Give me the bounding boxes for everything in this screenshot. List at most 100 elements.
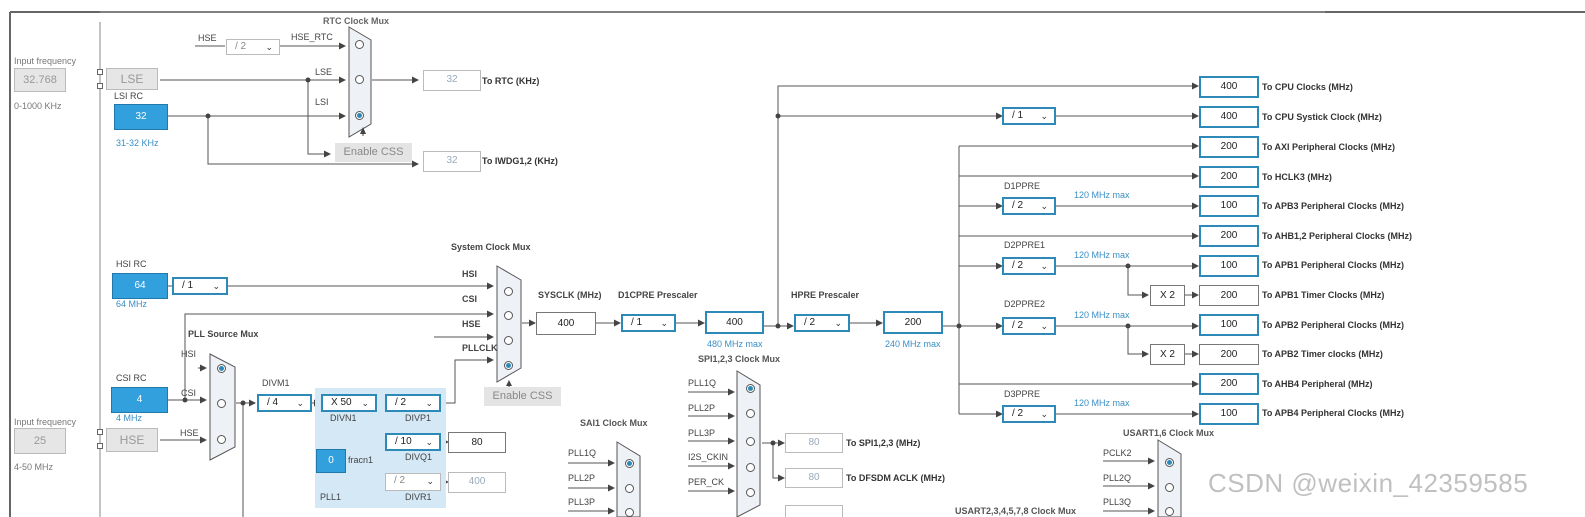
spi-mux-radio-3[interactable] [746,463,755,472]
apb2-clock-value: 100 [1199,314,1259,336]
d1cpre-output: 400 [705,311,764,334]
divq1-select[interactable]: / 10⌄ [385,433,441,451]
divq1-output: 80 [448,432,506,453]
rtc-hse-divider[interactable]: / 2⌄ [226,39,280,55]
system-mux-radio-hse[interactable] [504,336,513,345]
apb1-clock-value: 100 [1199,255,1259,277]
divm1-select[interactable]: / 4⌄ [257,394,312,412]
system-enable-css-button[interactable]: Enable CSS [484,387,561,406]
lse-frequency-range: 0-1000 KHz [14,101,62,111]
spi-mux-input-4: PER_CK [688,477,725,487]
sai-clock-mux-title: SAI1 Clock Mux [580,418,648,428]
pll-mux-hsi-label: HSI [181,349,197,359]
spi-mux-radio-0[interactable] [746,384,755,393]
pll-mux-radio-hsi[interactable] [217,364,226,373]
hse-frequency-range: 4-50 MHz [14,462,54,472]
sai-mux-radio-2[interactable] [625,508,634,517]
hse-input-frequency[interactable]: 25 [14,428,66,454]
usart16-mux-input-1: PLL2Q [1103,473,1132,483]
usart16-mux-radio-2[interactable] [1165,507,1174,516]
d2ppre2-select[interactable]: / 2⌄ [1002,317,1056,335]
sai-mux-radio-1[interactable] [625,484,634,493]
hclk3-value: 200 [1199,166,1259,188]
dfsdm-output-value: 80 [785,468,843,488]
divr1-select[interactable]: / 2⌄ [385,473,441,491]
apb2-timer-multiplier: X 2 [1150,344,1185,365]
divp1-select[interactable]: / 2⌄ [385,394,441,412]
csi-rc-value[interactable]: 4 [111,387,168,413]
dfsdm-output-label: To DFSDM ACLK (MHz) [846,473,945,483]
sai-mux-radio-0[interactable] [625,459,634,468]
hse-oscillator[interactable]: HSE [106,428,158,452]
system-mux-hse-label: HSE [462,319,481,329]
d1ppre-label: D1PPRE [1004,181,1041,191]
sai-clock-mux-shape [616,441,641,517]
apb2-timer-label: To APB2 Timer clocks (MHz) [1262,349,1383,359]
fracn1-label: fracn1 [348,455,374,465]
csi-frequency: 4 MHz [116,413,143,423]
chevron-down-icon: ⌄ [296,398,304,408]
lse-oscillator[interactable]: LSE [106,68,158,90]
spi-mux-input-1: PLL2P [688,403,716,413]
rtc-hse-label: HSE [198,33,217,43]
system-mux-radio-pllclk[interactable] [504,361,513,370]
rtc-clock-mux-title: RTC Clock Mux [323,16,390,26]
apb3-clock-label: To APB3 Peripheral Clocks (MHz) [1262,201,1405,211]
fracn1-value[interactable]: 0 [316,449,346,473]
rtc-lsi-label: LSI [315,97,329,107]
d3ppre-select[interactable]: / 2⌄ [1002,405,1056,423]
usart16-mux-radio-1[interactable] [1165,483,1174,492]
rtc-mux-radio-hse[interactable] [355,40,364,49]
sai-mux-input-2: PLL3P [568,497,596,507]
systick-clock-label: To CPU Systick Clock (MHz) [1262,112,1382,122]
lsi-rc-value[interactable]: 32 [114,104,168,130]
chevron-down-icon: ⌄ [265,42,273,52]
rtc-mux-radio-lsi[interactable] [355,111,364,120]
system-mux-hsi-label: HSI [462,269,478,279]
hse-pin-1 [97,429,103,435]
system-mux-radio-csi[interactable] [504,311,513,320]
divn1-select[interactable]: X 50⌄ [321,394,377,412]
spi-mux-radio-1[interactable] [746,409,755,418]
chevron-down-icon: ⌄ [660,318,668,328]
systick-divider[interactable]: / 1⌄ [1002,107,1056,125]
cpu-clock-value: 400 [1199,76,1259,98]
rtc-output-value: 32 [423,70,481,91]
pll-mux-csi-label: CSI [181,388,197,398]
spi-mux-radio-4[interactable] [746,488,755,497]
d1ppre-select[interactable]: / 2⌄ [1002,197,1056,215]
chevron-down-icon: ⌄ [1040,261,1048,271]
rtc-mux-radio-lse[interactable] [355,75,364,84]
pll-mux-radio-hse[interactable] [217,435,226,444]
usart16-mux-input-0: PCLK2 [1103,448,1132,458]
usart16-clock-mux-title: USART1,6 Clock Mux [1123,428,1215,438]
chevron-down-icon: ⌄ [834,318,842,328]
sysclk-value: 400 [536,312,596,335]
rtc-output-label: To RTC (KHz) [482,76,540,86]
rtc-enable-css-button[interactable]: Enable CSS [335,143,412,162]
system-mux-radio-hsi[interactable] [504,287,513,296]
csdn-watermark: CSDN @weixin_42359585 [1208,468,1529,498]
d1cpre-select[interactable]: / 1⌄ [621,314,676,332]
hsi-rc-value[interactable]: 64 [112,273,168,299]
usart16-clock-mux-shape [1157,439,1182,517]
hse-rtc-label: HSE_RTC [291,32,333,42]
chevron-down-icon: ⌄ [212,281,220,291]
apb1-timer-label: To APB1 Timer Clocks (MHz) [1262,290,1385,300]
hsi-divider[interactable]: / 1⌄ [172,277,228,295]
spi-mux-radio-2[interactable] [746,437,755,446]
chevron-down-icon: ⌄ [426,476,434,486]
pll-mux-radio-csi[interactable] [217,399,226,408]
d2ppre1-select[interactable]: / 2⌄ [1002,257,1056,275]
ahb4-clock-label: To AHB4 Peripheral (MHz) [1262,379,1373,389]
rtc-lse-label: LSE [315,67,333,77]
hpre-select[interactable]: / 2⌄ [794,314,850,332]
d2ppre2-label: D2PPRE2 [1004,299,1046,309]
divp1-label: DIVP1 [405,413,432,423]
usart16-mux-radio-0[interactable] [1165,458,1174,467]
lsi-rc-label: LSI RC [114,91,144,101]
hpre-label: HPRE Prescaler [791,290,860,300]
hsi-frequency: 64 MHz [116,299,148,309]
lse-input-frequency[interactable]: 32.768 [14,68,66,92]
apb1-timer-multiplier: X 2 [1150,285,1185,306]
